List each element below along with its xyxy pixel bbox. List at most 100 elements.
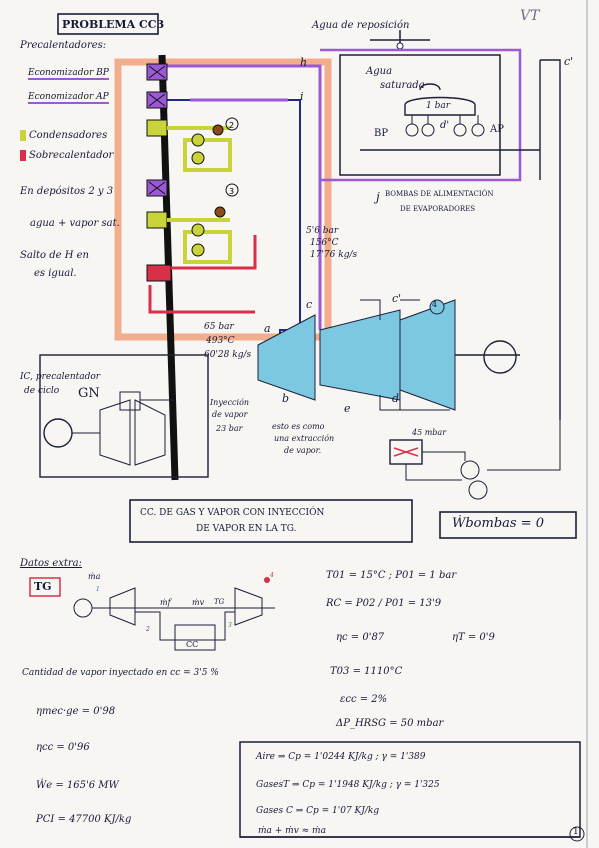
drum-3a — [191, 223, 205, 237]
tg-box — [29, 577, 61, 597]
pump-bp-1 — [405, 123, 419, 137]
data-aire: Aire ⇒ Cp = 1'0244 KJ/kg ; γ = 1'389 — [256, 752, 426, 762]
gt-turbine — [134, 399, 166, 466]
label-mv: ṁv — [192, 598, 205, 607]
page-number: 1 — [573, 827, 579, 837]
label-bombas-1: BOMBAS DE ALIMENTACIÓN — [385, 190, 494, 198]
flow1-massflow: 17'76 kg/s — [310, 250, 358, 260]
point-a: a — [264, 322, 271, 335]
extraction-1: esto es como — [272, 422, 325, 431]
point-e: e — [344, 402, 351, 415]
label-agua-reposicion: Agua de reposición — [312, 20, 410, 31]
point-c-prime-top: c' — [564, 55, 574, 68]
label-agua-saturada-2: saturada — [380, 80, 425, 91]
condenser-pressure: 45 mbar — [412, 428, 447, 437]
caption-line-2: DE VAPOR EN LA TG. — [196, 524, 297, 534]
legend-depositos-2: agua + vapor sat. — [30, 218, 120, 229]
injection-3: 23 bar — [216, 424, 243, 433]
ic-box — [119, 391, 141, 411]
data-eta-mecgen: ηmec·ge = 0'98 — [36, 706, 116, 717]
pump-ap-1 — [453, 123, 467, 137]
condenser-block-3 — [146, 211, 168, 229]
label-ap: AP — [490, 124, 504, 135]
gas-turbine-frame — [39, 354, 209, 478]
tg-generator — [73, 598, 93, 618]
point-c: c — [306, 298, 313, 311]
caption-box — [129, 499, 413, 543]
legend-economizador-bp: Economizador BP — [28, 68, 109, 80]
point-j: j — [376, 190, 380, 204]
condenser-block-2 — [146, 119, 168, 137]
legend-salto-2: es igual. — [34, 268, 77, 279]
tg-turbine — [234, 587, 263, 626]
data-eta-t: ηT = 0'9 — [452, 632, 495, 643]
pump-ap-2 — [471, 123, 485, 137]
wbombas-box — [439, 511, 577, 539]
legend-salto-1: Salto de H en — [20, 250, 89, 261]
extra-title: Datos extra: — [20, 558, 83, 569]
drum-3b — [191, 243, 205, 257]
economizer-line — [150, 64, 322, 330]
tg-compressor — [109, 587, 136, 626]
data-eta-c: ηc = 0'87 — [336, 632, 385, 643]
extraction-3: de vapor. — [284, 446, 322, 455]
label-mf: ṁf — [160, 598, 171, 607]
legend-precalentadores: Precalentadores: — [20, 40, 107, 51]
generator-st — [483, 340, 517, 374]
label-tg-small: TG — [214, 598, 225, 606]
condensate-pump-1 — [460, 460, 480, 480]
tg-label: TG — [34, 580, 52, 593]
flow2-pressure: 65 bar — [204, 322, 234, 332]
extraction-2: una extracción — [274, 434, 335, 443]
data-T03: T03 = 1110°C — [330, 666, 403, 677]
flow2-massflow: 60'28 kg/s — [204, 350, 252, 360]
data-T01: T01 = 15°C ; P01 = 1 bar — [326, 570, 457, 581]
label-bp: BP — [374, 128, 389, 139]
data-gases-t: GasesT ⇒ Cp = 1'1948 KJ/kg ; γ = 1'325 — [256, 780, 440, 790]
data-PCI: PCI = 47700 KJ/kg — [36, 814, 132, 825]
label-ma: ṁa — [88, 572, 101, 581]
data-We: Ẇe = 165'6 MW — [36, 780, 119, 791]
legend-economizador-ap: Economizador AP — [28, 92, 109, 104]
data-gases-c: Gases C ⇒ Cp = 1'07 KJ/kg — [256, 806, 380, 816]
hx-number-2: 2 — [229, 121, 234, 130]
deaerator-box — [339, 54, 501, 176]
title-box — [57, 13, 159, 35]
point-d: d — [392, 392, 400, 405]
label-cc: CC — [186, 640, 199, 649]
hx-number-3: 3 — [229, 187, 234, 196]
legend-condensadores: Condensadores — [20, 130, 107, 141]
pump-2 — [212, 124, 224, 136]
flow1-pressure: 5'6 bar — [306, 226, 339, 236]
caption-line-1: CC. DE GAS Y VAPOR CON INYECCIÓN — [140, 508, 325, 518]
data-mass: ṁa + ṁv ≈ ṁa — [258, 826, 326, 836]
legend-sobrecalentador: Sobrecalentador — [20, 150, 113, 161]
data-vapor-iny: Cantidad de vapor inyectado en cc = 3'5 … — [22, 668, 219, 678]
steam-turbine-lp — [399, 299, 456, 411]
node-4: 4 — [270, 572, 274, 579]
steam-turbine-hp — [257, 314, 316, 401]
gn-label: GN — [78, 386, 100, 401]
legend-depositos-1: En depósitos 2 y 3 — [20, 186, 114, 197]
ic-label-2: de ciclo — [24, 386, 60, 396]
point-b: b — [282, 392, 290, 405]
drum-2a — [191, 133, 205, 147]
wbombas-label: Ẇbombas = 0 — [452, 516, 545, 531]
pump-3 — [214, 206, 226, 218]
hx-number-4: 4 — [432, 300, 438, 309]
ic-label-1: IC, precalentador — [20, 372, 101, 382]
data-eta-cc: ηcc = 0'96 — [36, 742, 90, 753]
marker-4 — [429, 299, 445, 315]
condensate-pump-2 — [468, 480, 488, 500]
label-bombas-2: DE EVAPORADORES — [400, 205, 475, 213]
data-RC: RC = P02 / P01 = 13'9 — [326, 598, 442, 609]
superheater-block — [146, 264, 172, 282]
injection-1: Inyección — [210, 398, 250, 407]
generator-gt — [43, 418, 73, 448]
label-agua-saturada-1: Agua — [366, 66, 393, 77]
corner-tag: VT — [520, 8, 540, 24]
drum-2b — [191, 151, 205, 165]
steam-turbine-ip — [319, 309, 401, 401]
